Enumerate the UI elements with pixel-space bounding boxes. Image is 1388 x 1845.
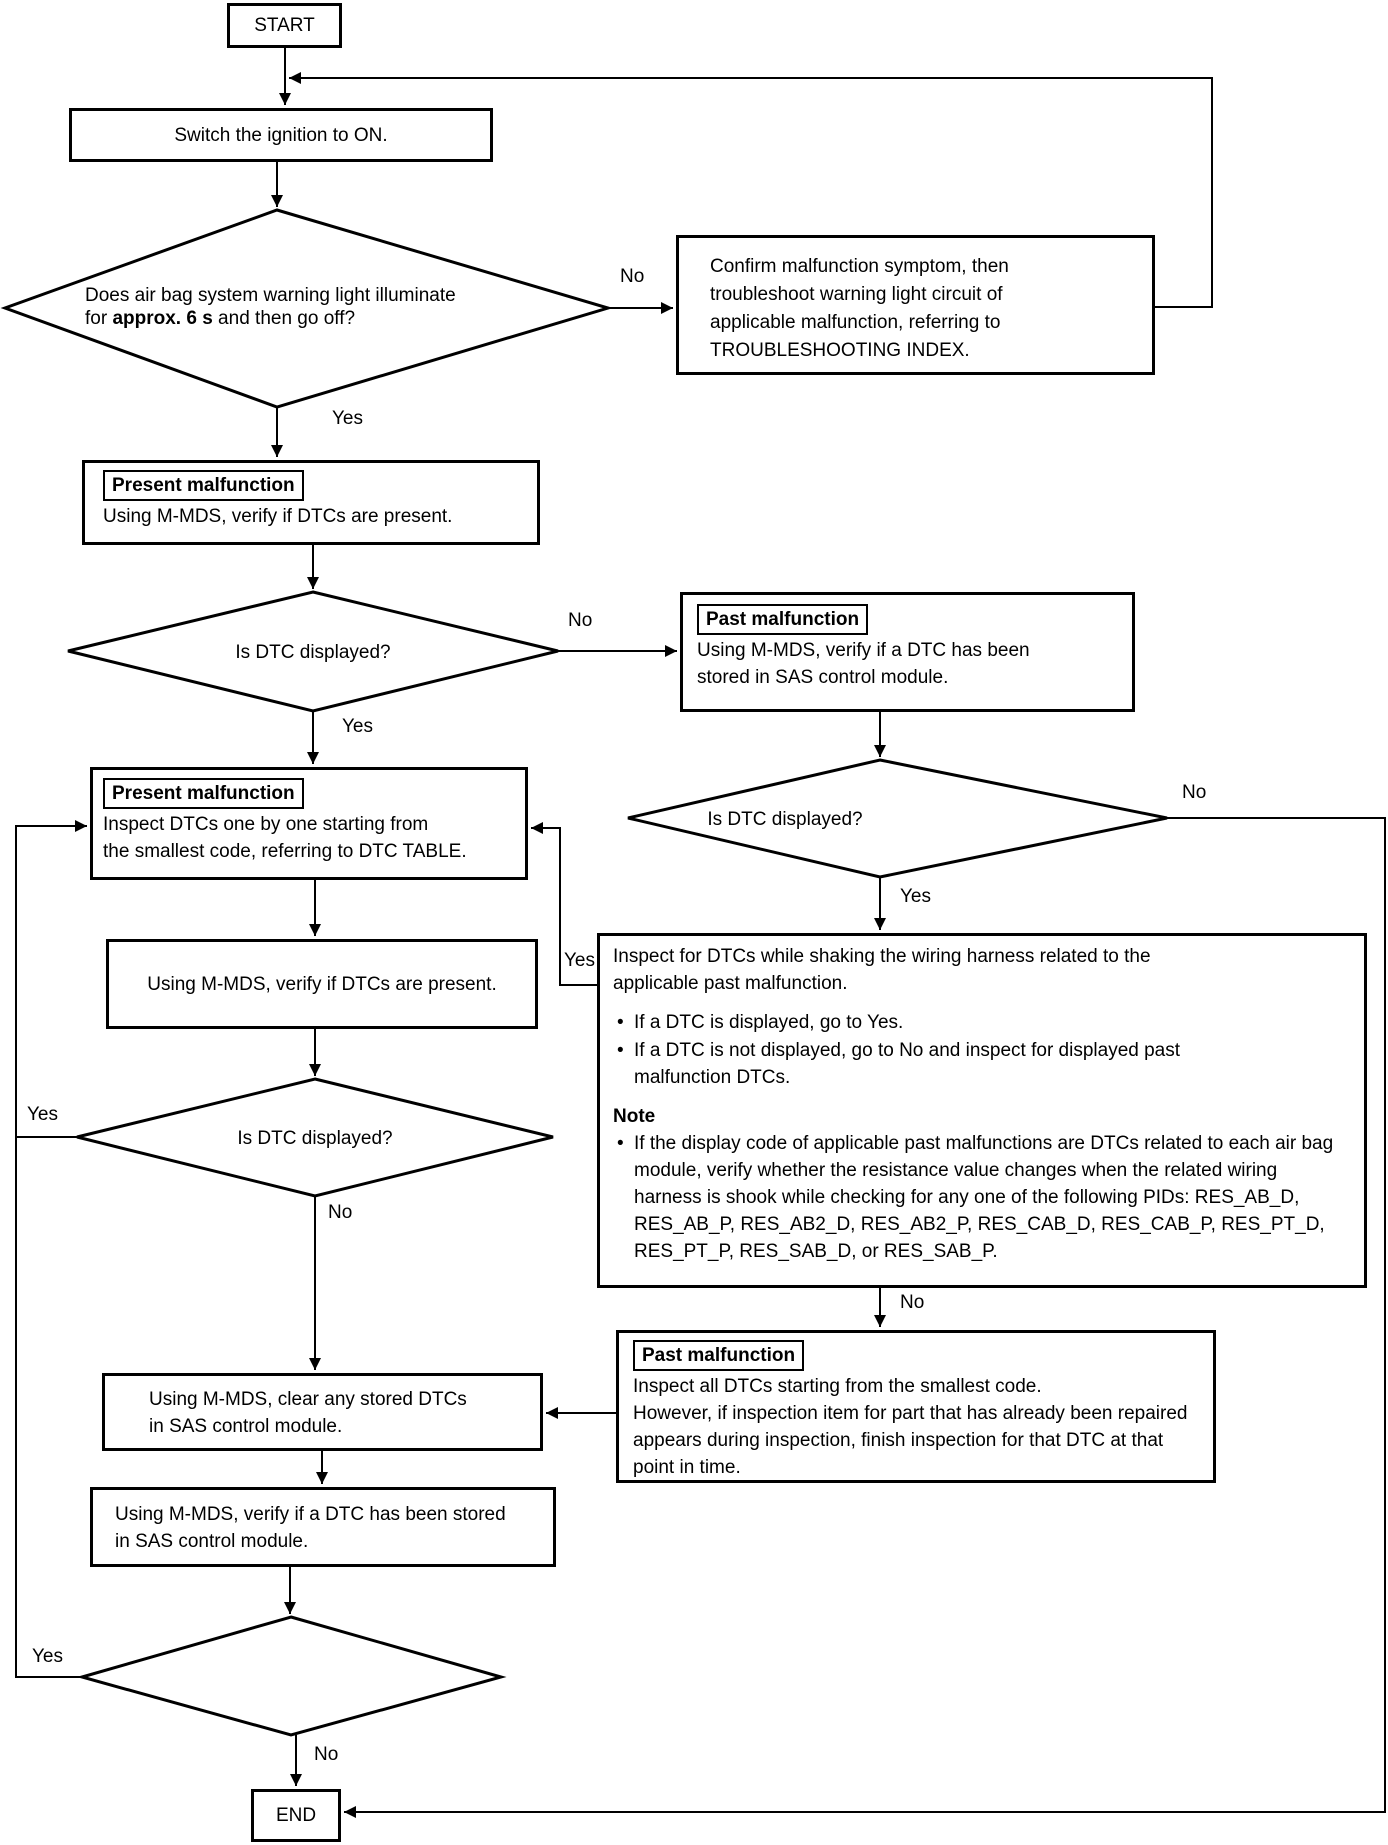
- process-verify-stored: Using M-MDS, verify if a DTC has been st…: [90, 1487, 556, 1567]
- confirm-line: applicable malfunction, referring to: [710, 312, 1001, 333]
- decision-dtc-displayed-1-diamond: [67, 590, 559, 713]
- confirm-line: troubleshoot warning light circuit of: [710, 284, 1003, 305]
- decision-warning-light-text: Does air bag system warning light illumi…: [85, 285, 456, 329]
- present-malfunction-tag: Present malfunction: [103, 778, 304, 809]
- edge-bigbox-yes-loop: [531, 822, 597, 986]
- present-malfunction-tag: Present malfunction: [103, 470, 304, 501]
- start-label: START: [254, 15, 315, 36]
- decision-dtc-displayed-3-diamond: [76, 1077, 554, 1198]
- shake-bullet-item: • If a DTC is displayed, go to Yes.: [613, 1009, 1352, 1036]
- decision-dtc-displayed-2-diamond: [627, 758, 1168, 879]
- edge-label-yes: Yes: [562, 950, 597, 971]
- process-switch-ignition: Switch the ignition to ON.: [69, 108, 493, 162]
- verify-dtcs-present-text: Using M-MDS, verify if DTCs are present.: [147, 973, 497, 995]
- process-present-malfunction-inspect: Present malfunction Inspect DTCs one by …: [90, 767, 528, 880]
- confirm-line: TROUBLESHOOTING INDEX.: [710, 340, 970, 361]
- edge-label-no: No: [566, 610, 595, 631]
- process-past-malfunction-verify: Past malfunction Using M-MDS, verify if …: [680, 592, 1135, 712]
- switch-ignition-text: Switch the ignition to ON.: [174, 124, 388, 146]
- decision-warning-light-diamond: [0, 208, 614, 409]
- past-inspect-line: Inspect all DTCs starting from the small…: [633, 1376, 1042, 1397]
- edge-label-no: No: [898, 1292, 927, 1313]
- bullet-icon: •: [617, 1133, 624, 1154]
- edge-label-no: No: [1180, 782, 1209, 803]
- start-node: START: [227, 3, 342, 48]
- decision-dtc-displayed-3-text: Is DTC displayed?: [237, 1128, 393, 1149]
- edge-label-no: No: [326, 1202, 355, 1223]
- pm-inspect-line: the smallest code, referring to DTC TABL…: [103, 841, 467, 862]
- process-shake-harness-note: Inspect for DTCs while shaking the wirin…: [597, 933, 1367, 1288]
- clear-dtcs-line: in SAS control module.: [149, 1416, 343, 1437]
- edge-left-yes-loop: [15, 820, 87, 1678]
- past-malfunction-tag: Past malfunction: [697, 604, 869, 635]
- past-verify-line: stored in SAS control module.: [697, 667, 949, 688]
- past-verify-line: Using M-MDS, verify if a DTC has been: [697, 640, 1030, 661]
- note-bullet-item: • If the display code of applicable past…: [613, 1130, 1352, 1265]
- end-node: END: [251, 1789, 341, 1842]
- bold-approx-6s: approx. 6 s: [112, 308, 213, 329]
- decision-dtc-displayed-2-text: Is DTC displayed?: [707, 809, 863, 830]
- confirm-line: Confirm malfunction symptom, then: [710, 256, 1009, 277]
- edge-label-yes: Yes: [330, 408, 365, 429]
- process-past-malfunction-inspect: Past malfunction Inspect all DTCs starti…: [616, 1330, 1216, 1483]
- pm-inspect-line: Inspect DTCs one by one starting from: [103, 814, 429, 835]
- edge-label-yes: Yes: [340, 716, 375, 737]
- bullet-icon: •: [617, 1040, 624, 1061]
- note-title: Note: [613, 1106, 656, 1127]
- edge-label-no: No: [312, 1744, 341, 1765]
- process-confirm-symptom: Confirm malfunction symptom, then troubl…: [676, 235, 1155, 375]
- verify-stored-line: Using M-MDS, verify if a DTC has been st…: [115, 1504, 506, 1525]
- edge-top-return-loop: [289, 72, 1213, 308]
- edge-d3-no-to-end: [344, 817, 1386, 1818]
- edge-label-no: No: [618, 266, 647, 287]
- past-inspect-line: However, if inspection item for part tha…: [633, 1403, 1188, 1478]
- verify-stored-line: in SAS control module.: [115, 1531, 309, 1552]
- bullet-icon: •: [617, 1012, 624, 1033]
- pm-verify-line: Using M-MDS, verify if DTCs are present.: [103, 506, 453, 527]
- process-present-malfunction-verify: Present malfunction Using M-MDS, verify …: [82, 460, 540, 545]
- decision-dtc-displayed-4-diamond: [76, 1615, 507, 1737]
- process-verify-dtcs-present: Using M-MDS, verify if DTCs are present.: [106, 939, 538, 1029]
- end-label: END: [275, 1805, 317, 1826]
- edge-label-yes: Yes: [25, 1104, 60, 1125]
- shake-intro-line: applicable past malfunction.: [613, 973, 848, 994]
- edge-label-yes: Yes: [30, 1646, 65, 1667]
- decision-dtc-displayed-1-text: Is DTC displayed?: [235, 642, 391, 663]
- process-clear-dtcs: Using M-MDS, clear any stored DTCs in SA…: [102, 1373, 543, 1451]
- edge-label-yes: Yes: [898, 886, 933, 907]
- past-malfunction-tag: Past malfunction: [633, 1340, 805, 1371]
- clear-dtcs-line: Using M-MDS, clear any stored DTCs: [149, 1389, 467, 1410]
- shake-intro-line: Inspect for DTCs while shaking the wirin…: [613, 946, 1151, 967]
- shake-bullet-item: • If a DTC is not displayed, go to No an…: [613, 1037, 1352, 1091]
